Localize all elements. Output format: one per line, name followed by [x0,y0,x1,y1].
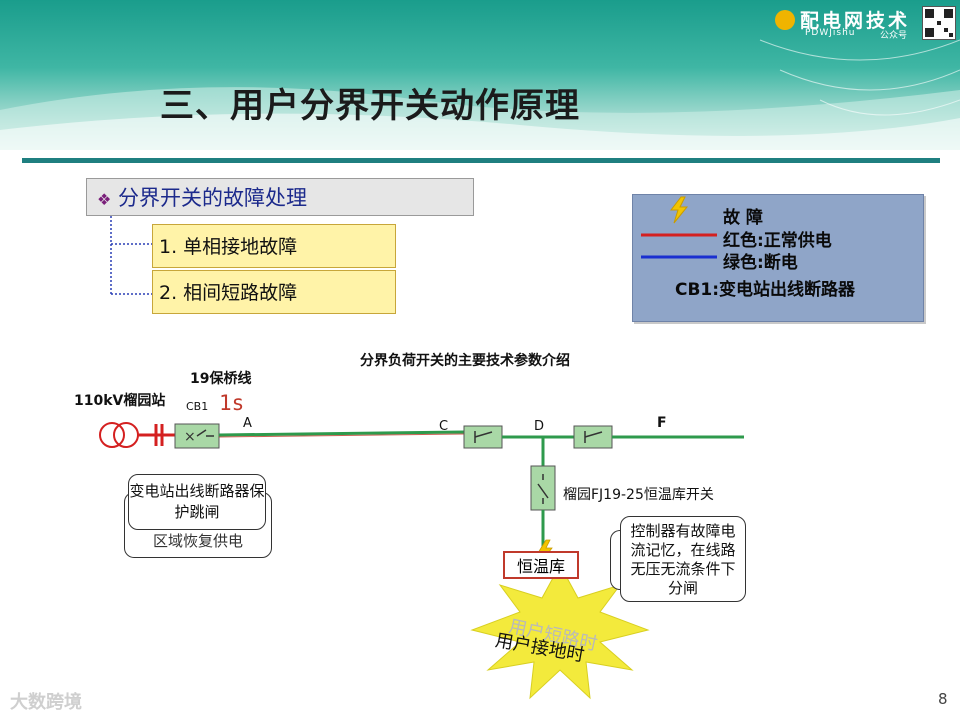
station-label: 110kV榴园站 [74,393,166,409]
watermark: 大数跨境 [10,692,82,713]
point-c-label: C [439,419,449,434]
outline-heading: ❖ 分界开关的故障处理 [86,178,474,216]
title-divider [22,158,940,163]
point-d-label: D [534,419,545,434]
outline-connector [110,216,152,295]
logo-icon [775,10,795,30]
logo-text: 配电网技术 [800,10,911,32]
legend-line-swatches [641,233,717,259]
callout-breaker-trip: 变电站出线断路器保护跳闸 [128,474,266,530]
outline-heading-text: 分界开关的故障处理 [118,186,308,210]
qr-code-icon [922,6,956,40]
transformer-symbol [99,422,125,448]
load-box: 恒温库 [503,551,579,579]
slide-title: 三、用户分界开关动作原理 [160,86,580,126]
svg-text:×: × [184,429,196,445]
header-banner [0,0,960,150]
legend-green: 绿色:断电 [723,253,798,273]
timer-label: 1s [219,391,245,415]
feeder-line-a-c [218,430,465,437]
feeder-label: 19保桥线 [190,371,252,387]
diagram-heading: 分界负荷开关的主要技术参数介绍 [360,353,570,369]
outline-item-1: 1. 单相接地故障 [152,224,396,268]
switch-c [463,425,503,449]
switch-e [573,425,613,449]
diamond-bullet-icon: ❖ [97,190,112,209]
point-a-label: A [243,416,252,431]
legend-red: 红色:正常供电 [723,231,832,251]
outline-item-2: 2. 相间短路故障 [152,270,396,314]
fault-burst-star [470,563,650,700]
logo-subtitle: PDWJishu [805,28,856,38]
page-number: 8 [938,690,948,708]
legend-fault: 故 障 [723,208,763,228]
callout-controller-memory: 控制器有故障电流记忆，在线路无压无流条件下分闸 [620,516,746,602]
legend-panel: 故 障 红色:正常供电 绿色:断电 CB1:变电站出线断路器 [632,194,924,322]
cb1-label: CB1 [186,400,209,413]
lightning-fault-icon [669,196,689,224]
header-decoration [0,10,960,150]
circuit-diagram: × [99,422,744,700]
branch-switch-label: 榴园FJ19-25恒温库开关 [563,487,714,503]
legend-cb1: CB1:变电站出线断路器 [675,280,856,300]
logo-subtitle-2: 公众号 [880,31,908,41]
point-f-label: F [657,415,667,431]
